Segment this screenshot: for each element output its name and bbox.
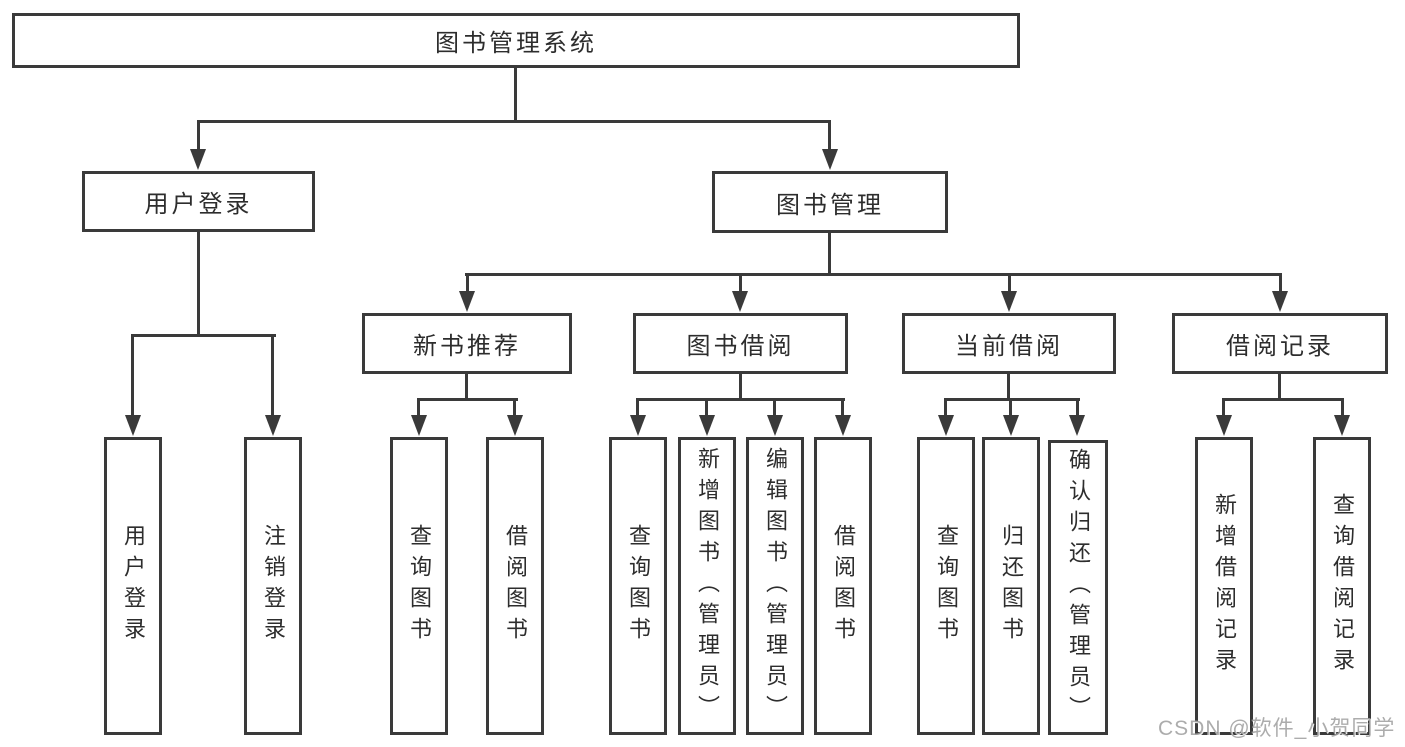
- connector-line: [1222, 398, 1344, 401]
- connector-line: [271, 334, 274, 416]
- arrow-down-icon: [938, 415, 954, 436]
- connector-line: [513, 398, 516, 416]
- node-root: 图书管理系统: [12, 13, 1020, 68]
- leaf-edit-book-admin-label: 编辑图书（管理员）: [763, 446, 788, 726]
- arrow-down-icon: [1272, 291, 1288, 312]
- node-book-borrow: 图书借阅: [633, 313, 848, 374]
- node-borrow-records-label: 借阅记录: [1226, 333, 1334, 360]
- node-current-borrow-label: 当前借阅: [955, 333, 1063, 360]
- connector-line: [636, 398, 845, 401]
- arrow-down-icon: [411, 415, 427, 436]
- connector-line: [1008, 273, 1011, 292]
- arrow-down-icon: [630, 415, 646, 436]
- leaf-query-books-1: 查询图书: [390, 437, 448, 735]
- node-current-borrow: 当前借阅: [902, 313, 1116, 374]
- arrow-down-icon: [1001, 291, 1017, 312]
- leaf-return-books-label: 归还图书: [999, 524, 1024, 648]
- leaf-confirm-return-admin-label: 确认归还（管理员）: [1066, 448, 1091, 727]
- arrow-down-icon: [767, 415, 783, 436]
- node-book-management: 图书管理: [712, 171, 948, 233]
- leaf-borrow-books-1: 借阅图书: [486, 437, 544, 735]
- connector-line: [1076, 398, 1079, 416]
- connector-line: [131, 334, 276, 337]
- leaf-user-login: 用户登录: [104, 437, 162, 735]
- leaf-query-books-2: 查询图书: [609, 437, 667, 735]
- node-user-login-label: 用户登录: [144, 191, 253, 218]
- arrow-down-icon: [822, 149, 838, 170]
- leaf-add-book-admin: 新增图书（管理员）: [678, 437, 736, 735]
- leaf-query-books-1-label: 查询图书: [407, 524, 432, 648]
- connector-line: [636, 398, 639, 416]
- connector-line: [465, 273, 1282, 276]
- leaf-borrow-books-1-label: 借阅图书: [503, 524, 528, 648]
- connector-line: [1222, 398, 1225, 416]
- connector-line: [828, 120, 831, 150]
- leaf-query-books-3-label: 查询图书: [934, 524, 959, 648]
- arrow-down-icon: [459, 291, 475, 312]
- arrow-down-icon: [835, 415, 851, 436]
- node-user-login: 用户登录: [82, 171, 315, 232]
- arrow-down-icon: [1003, 415, 1019, 436]
- connector-line: [773, 398, 776, 416]
- leaf-return-books: 归还图书: [982, 437, 1040, 735]
- connector-line: [417, 398, 518, 401]
- leaf-query-books-2-label: 查询图书: [626, 524, 651, 648]
- arrow-down-icon: [1334, 415, 1350, 436]
- connector-line: [1279, 273, 1282, 292]
- connector-line: [1341, 398, 1344, 416]
- arrow-down-icon: [265, 415, 281, 436]
- connector-line: [465, 374, 468, 400]
- connector-line: [944, 398, 947, 416]
- connector-line: [705, 398, 708, 416]
- leaf-user-login-label: 用户登录: [121, 524, 146, 648]
- connector-line: [1009, 398, 1012, 416]
- node-borrow-records: 借阅记录: [1172, 313, 1388, 374]
- arrow-down-icon: [699, 415, 715, 436]
- arrow-down-icon: [1216, 415, 1232, 436]
- connector-line: [417, 398, 420, 416]
- connector-line: [841, 398, 844, 416]
- leaf-borrow-books-2: 借阅图书: [814, 437, 872, 735]
- node-root-label: 图书管理系统: [435, 30, 597, 57]
- leaf-add-borrow-record: 新增借阅记录: [1195, 437, 1253, 735]
- connector-line: [197, 232, 200, 336]
- leaf-query-borrow-record-label: 查询借阅记录: [1330, 493, 1355, 679]
- leaf-logout-label: 注销登录: [261, 524, 286, 648]
- connector-line: [514, 68, 517, 121]
- arrow-down-icon: [1069, 415, 1085, 436]
- leaf-edit-book-admin: 编辑图书（管理员）: [746, 437, 804, 735]
- arrow-down-icon: [190, 149, 206, 170]
- connector-line: [1007, 374, 1010, 400]
- connector-line: [828, 233, 831, 275]
- leaf-logout: 注销登录: [244, 437, 302, 735]
- connector-line: [197, 120, 200, 150]
- connector-line: [944, 398, 1080, 401]
- leaf-borrow-books-2-label: 借阅图书: [831, 524, 856, 648]
- connector-line: [739, 273, 742, 292]
- leaf-query-borrow-record: 查询借阅记录: [1313, 437, 1371, 735]
- connector-line: [1278, 374, 1281, 400]
- leaf-add-borrow-record-label: 新增借阅记录: [1212, 493, 1237, 679]
- leaf-add-book-admin-label: 新增图书（管理员）: [695, 446, 720, 726]
- connector-line: [466, 273, 469, 292]
- leaf-confirm-return-admin: 确认归还（管理员）: [1048, 440, 1108, 735]
- arrow-down-icon: [732, 291, 748, 312]
- node-new-book-recommend-label: 新书推荐: [413, 333, 521, 360]
- connector-line: [197, 120, 831, 123]
- leaf-query-books-3: 查询图书: [917, 437, 975, 735]
- csdn-watermark: CSDN @软件_小贺同学: [1158, 717, 1396, 740]
- connector-line: [131, 334, 134, 416]
- node-book-management-label: 图书管理: [776, 191, 884, 219]
- node-new-book-recommend: 新书推荐: [362, 313, 572, 374]
- connector-line: [739, 374, 742, 400]
- arrow-down-icon: [125, 415, 141, 436]
- arrow-down-icon: [507, 415, 523, 436]
- node-book-borrow-label: 图书借阅: [686, 333, 795, 360]
